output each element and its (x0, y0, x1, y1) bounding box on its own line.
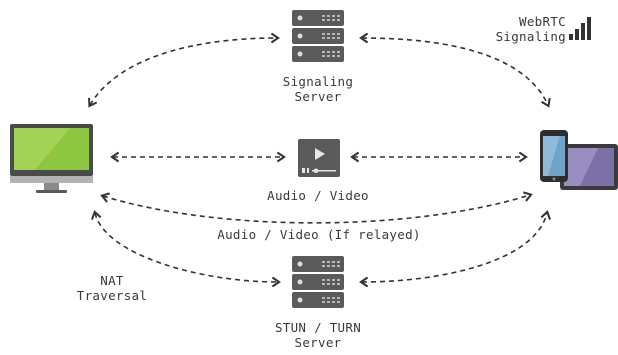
server-icon (292, 10, 344, 62)
stun-right-arrow (359, 210, 551, 288)
stun-turn-server-label: STUN / TURN Server (263, 320, 373, 350)
audio-video-label: Audio / Video (258, 188, 378, 203)
nat-traversal-line2: Traversal (76, 288, 148, 303)
video-player-icon (298, 139, 340, 177)
audio-video-text: Audio / Video (267, 188, 369, 203)
nat-traversal-label: NAT Traversal (72, 273, 152, 303)
relayed-media-arrow (100, 191, 533, 224)
mobile-devices-icon (540, 130, 618, 190)
signaling-server-line1: Signaling (282, 74, 354, 89)
audio-video-relayed-label: Audio / Video (If relayed) (208, 227, 430, 242)
signaling-server-label: Signaling Server (278, 74, 358, 104)
audio-video-relayed-text: Audio / Video (If relayed) (217, 227, 421, 242)
signaling-server-line2: Server (294, 89, 342, 104)
stun-turn-server-line2: Server (294, 335, 342, 350)
signaling-right-arrow (359, 32, 551, 108)
nat-traversal-arrow (91, 210, 281, 288)
webrtc-signaling-label: WebRTC Signaling (492, 14, 566, 44)
server-icon (292, 256, 344, 308)
desktop-computer-icon (10, 124, 93, 193)
stun-turn-server-line1: STUN / TURN (274, 320, 362, 335)
webrtc-signaling-line1: WebRTC (519, 14, 566, 29)
signal-bars-icon (569, 17, 591, 40)
signaling-left-arrow (88, 32, 280, 108)
nat-traversal-line1: NAT (100, 273, 124, 288)
webrtc-signaling-line2: Signaling (495, 29, 566, 44)
